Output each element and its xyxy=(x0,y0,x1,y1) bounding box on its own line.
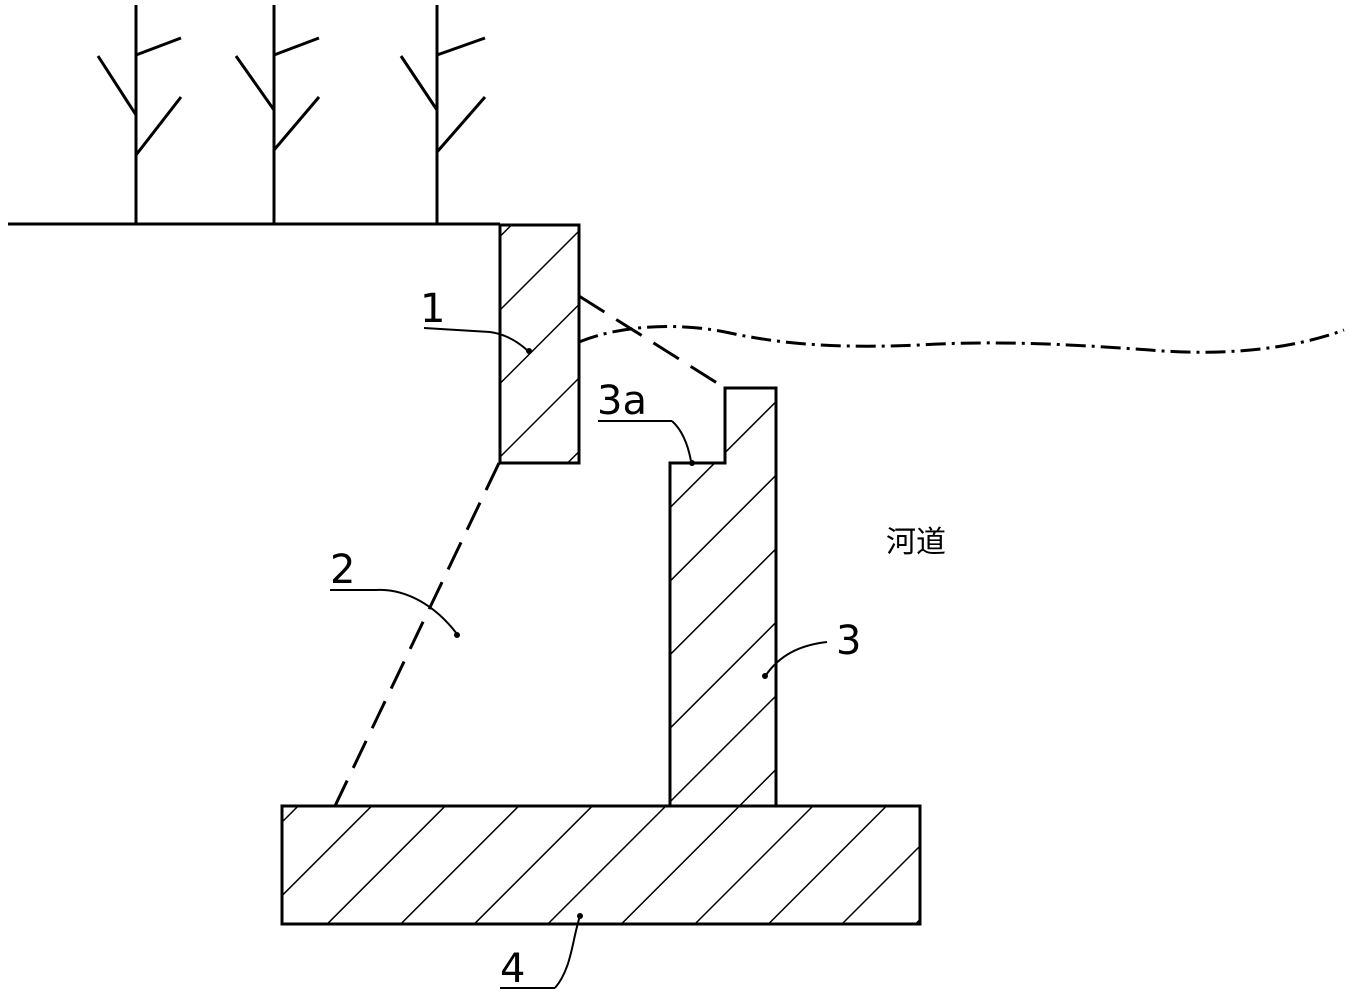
label-3: 3 xyxy=(836,618,861,664)
water-surface-line xyxy=(579,327,1344,353)
leader-2 xyxy=(330,590,460,638)
tree-icon xyxy=(98,5,181,224)
label-3a: 3a xyxy=(597,378,647,424)
label-4: 4 xyxy=(500,946,525,992)
label-2: 2 xyxy=(330,547,355,593)
river-wall xyxy=(670,388,776,806)
tree-icon xyxy=(401,5,485,224)
fill-slope-line xyxy=(335,463,499,806)
upper-wall xyxy=(500,225,579,463)
base-slab xyxy=(282,806,920,924)
leader-3a xyxy=(598,421,695,466)
upper-dashed-line xyxy=(579,296,725,388)
tree-icon xyxy=(236,5,319,224)
river-label: 河道 xyxy=(886,525,946,560)
label-1: 1 xyxy=(420,286,445,332)
